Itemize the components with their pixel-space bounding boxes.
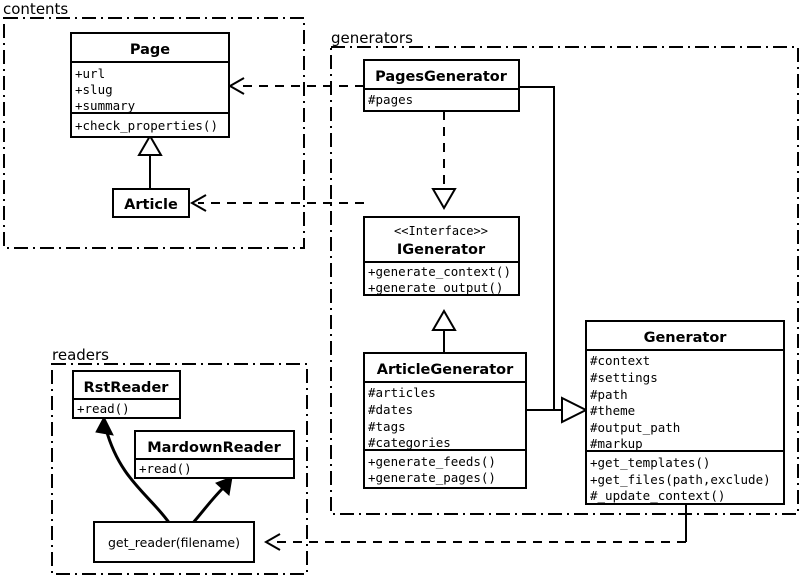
package-readers-label: readers <box>52 346 109 364</box>
package-generators-label: generators <box>331 29 413 47</box>
class-pagesgenerator-outline <box>363 59 520 112</box>
package-generators: generators <box>330 29 799 515</box>
class-articlegenerator-method-0: +generate_feeds() <box>368 454 496 469</box>
package-contents: contents <box>3 0 305 249</box>
class-generator-attribute-5: #markup <box>590 436 643 451</box>
edge-curve-line <box>190 485 226 525</box>
hollow-triangle-arrowhead-icon <box>137 134 163 156</box>
class-page-attribute-1: +slug <box>75 82 113 97</box>
class-mardownreader-outline <box>134 430 295 479</box>
function-get-reader-outline <box>93 521 255 563</box>
edge-generators-to-generator <box>519 86 589 424</box>
class-page-outline <box>70 32 230 138</box>
hollow-triangle-arrowhead-icon <box>431 188 457 210</box>
package-readers-border <box>51 363 308 575</box>
open-arrowhead-icon <box>263 533 281 551</box>
edge-curve-line <box>104 428 172 525</box>
class-box-igenerator[interactable]: <<Interface>> IGenerator +generate_conte… <box>363 216 520 296</box>
class-articlegenerator-method-1: +generate_pages() <box>368 470 496 485</box>
class-generator-attribute-1: #settings <box>590 370 658 385</box>
class-page-attribute-0: +url <box>75 66 105 81</box>
package-contents-label: contents <box>3 0 68 18</box>
class-igenerator-outline <box>363 216 520 296</box>
class-generator-title: Generator <box>644 330 728 346</box>
class-box-article[interactable]: Article <box>112 188 190 218</box>
edge-getreader-to-mardownreader <box>190 476 233 525</box>
class-box-generator[interactable]: Generator #context #settings #path #them… <box>585 320 785 505</box>
class-mardownreader-title: MardownReader <box>147 440 281 456</box>
class-box-articlegenerator[interactable]: ArticleGenerator #articles #dates #tags … <box>363 352 527 489</box>
class-generator-method-1: +get_files(path,exclude) <box>590 472 771 487</box>
class-articlegenerator-attribute-1: #dates <box>368 402 413 417</box>
class-article-title: Article <box>124 197 178 213</box>
class-generator-method-0: +get_templates() <box>590 455 710 470</box>
class-articlegenerator-attribute-0: #articles <box>368 385 436 400</box>
class-box-mardownreader[interactable]: MardownReader +read() <box>134 430 295 479</box>
open-arrowhead-icon <box>189 194 207 212</box>
edge-line-pagesgenerator <box>519 86 562 411</box>
class-igenerator-method-0: +generate_context() <box>368 264 511 279</box>
class-mardownreader-method-0: +read() <box>139 461 192 476</box>
class-box-page[interactable]: Page +url +slug +summary +check_properti… <box>70 32 230 138</box>
function-get-reader-label: get_reader(filename) <box>108 535 240 550</box>
class-page-title: Page <box>130 42 170 58</box>
class-rstreader-method-0: +read() <box>77 401 130 416</box>
class-articlegenerator-attribute-2: #tags <box>368 419 406 434</box>
class-generator-attribute-3: #theme <box>590 403 635 418</box>
class-pagesgenerator-title: PagesGenerator <box>375 69 508 85</box>
class-rstreader-outline <box>72 370 181 419</box>
solid-arrowhead-icon <box>215 476 233 496</box>
class-page-method-0: +check_properties() <box>75 118 218 133</box>
class-page-attribute-2: +summary <box>75 98 136 113</box>
edge-articlegenerator-to-igenerator <box>431 309 457 355</box>
class-articlegenerator-title: ArticleGenerator <box>377 362 514 378</box>
open-arrowhead-icon <box>227 77 245 95</box>
class-igenerator-method-1: +generate_output() <box>368 280 503 295</box>
edge-getreader-to-rstreader <box>95 415 172 525</box>
edge-generator-to-getreader <box>263 504 687 551</box>
class-articlegenerator-outline <box>363 352 527 489</box>
class-generator-method-2: #_update_context() <box>590 488 725 503</box>
class-igenerator-title: IGenerator <box>397 242 486 258</box>
class-generator-attribute-2: #path <box>590 387 628 402</box>
hollow-triangle-arrowhead-icon <box>431 309 457 331</box>
solid-arrowhead-icon <box>95 415 114 436</box>
class-rstreader-title: RstReader <box>84 380 170 396</box>
edge-pagesgenerator-to-igenerator <box>431 111 457 210</box>
edge-articlegenerator-to-article <box>189 194 364 212</box>
edge-article-to-page <box>137 134 163 190</box>
class-generator-attribute-0: #context <box>590 353 650 368</box>
class-box-rstreader[interactable]: RstReader +read() <box>72 370 181 419</box>
class-box-pagesgenerator[interactable]: PagesGenerator #pages <box>363 59 520 112</box>
class-generator-outline <box>585 320 785 505</box>
class-articlegenerator-attribute-3: #categories <box>368 435 451 450</box>
class-generator-attribute-4: #output_path <box>590 420 680 435</box>
class-igenerator-stereotype: <<Interface>> <box>394 224 488 238</box>
hollow-triangle-arrowhead-icon <box>561 396 589 424</box>
class-article-outline <box>112 188 190 218</box>
class-pagesgenerator-attribute-0: #pages <box>368 92 413 107</box>
package-readers: readers <box>51 346 308 575</box>
edge-pagesgenerator-to-page <box>227 77 364 95</box>
function-box-get-reader[interactable]: get_reader(filename) <box>93 521 255 563</box>
package-contents-border <box>3 17 305 249</box>
